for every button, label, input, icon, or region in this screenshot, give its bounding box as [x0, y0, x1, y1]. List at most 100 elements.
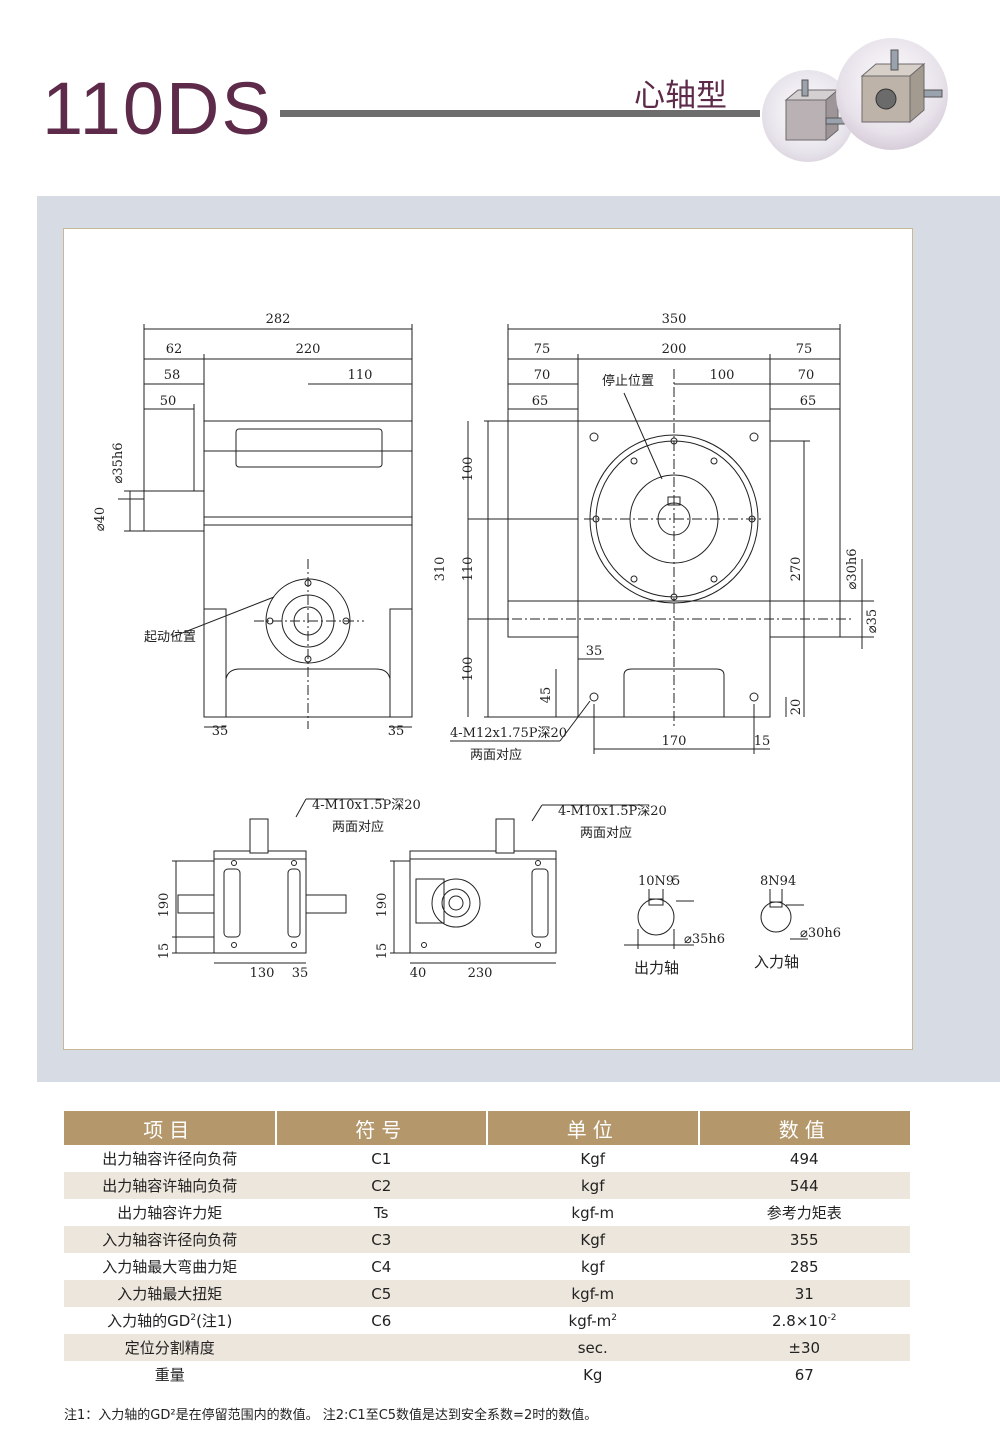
- bottom-left-view: [172, 798, 384, 964]
- cell-unit: Kgf: [487, 1226, 699, 1253]
- table-row: 入力轴最大扭矩 C5 kgf-m 31: [64, 1280, 910, 1307]
- cell-symbol: C2: [275, 1172, 487, 1199]
- side-view: [118, 324, 413, 729]
- dim-front-110: 110: [461, 557, 476, 582]
- cell-unit: kgf-m2: [487, 1307, 699, 1334]
- dim-front-35: 35: [586, 644, 603, 659]
- cell-value: 494: [789, 1149, 819, 1168]
- output-shaft-label: 出力轴: [634, 959, 679, 977]
- table-row: 定位分割精度 sec. ±30: [64, 1334, 910, 1361]
- bottom-right-view: [390, 804, 644, 964]
- cell-symbol: C6: [371, 1311, 392, 1330]
- note-br-line1: 4-M10x1.5P深20: [558, 804, 667, 819]
- dim-side-shaft-35h6: ⌀35h6: [111, 442, 126, 483]
- note-m12-line1: 4-M12x1.75P深20: [450, 726, 567, 741]
- output-shaft-key: 10N9: [638, 874, 674, 889]
- cell-unit-text: kgf-m: [568, 1311, 612, 1330]
- dim-front-70-left: 70: [534, 368, 551, 383]
- dim-front-70-right: 70: [798, 368, 815, 383]
- cell-symbol: C3: [275, 1226, 487, 1253]
- cell-symbol: C5: [275, 1280, 487, 1307]
- cell-value: 67: [794, 1365, 814, 1384]
- table-row: 入力轴容许径向负荷 C3 Kgf 355: [64, 1226, 910, 1253]
- cell-value: 参考力矩表: [766, 1204, 842, 1222]
- input-shaft-depth: 4: [788, 874, 796, 889]
- cell-value-sup: -2: [827, 1312, 837, 1323]
- table-row: 重量 Kg 67: [64, 1361, 910, 1388]
- note-br-line2: 两面对应: [580, 825, 632, 841]
- cell-item: 重量: [154, 1366, 185, 1384]
- technical-drawing: 282 62 220 58 110 50 ⌀35h6 ⌀40 35 35 起动位…: [93, 312, 880, 981]
- cell-item: 入力轴容许径向负荷: [64, 1226, 276, 1253]
- footnote: 注1：入力轴的GD²是在停留范围内的数值。 注2:C1至C5数值是达到安全系数=…: [64, 1408, 598, 1423]
- input-shaft-label: 入力轴: [754, 953, 799, 971]
- cell-symbol: [275, 1334, 487, 1361]
- cell-item: 入力轴最大扭矩: [64, 1280, 276, 1307]
- cell-item: 出力轴容许轴向负荷: [64, 1172, 276, 1199]
- cell-item: 入力轴最大弯曲力矩: [102, 1258, 238, 1276]
- dim-bl-35: 35: [292, 966, 309, 981]
- dim-front-15: 15: [754, 734, 771, 749]
- cell-item: 出力轴容许径向负荷: [102, 1150, 238, 1168]
- input-shaft-section: [760, 889, 808, 940]
- cell-unit-sup: 2: [611, 1312, 617, 1323]
- cell-unit: kgf-m: [571, 1203, 615, 1222]
- dim-br-15: 15: [375, 943, 390, 960]
- dim-front-100: 100: [710, 368, 735, 383]
- dim-br-190: 190: [375, 893, 390, 918]
- model-title: 110DS: [42, 67, 273, 150]
- cell-item: 出力轴容许力矩: [117, 1204, 223, 1222]
- dim-front-65-right: 65: [800, 394, 817, 409]
- dim-front-310: 310: [433, 557, 448, 582]
- cell-value-text: 2.8×10: [772, 1311, 828, 1330]
- cell-unit: sec.: [487, 1334, 699, 1361]
- table-row: 入力轴的GD2(注1) C6 kgf-m2 2.8×10-2: [64, 1307, 910, 1334]
- cell-value: 355: [698, 1226, 910, 1253]
- header-unit: 单位: [487, 1111, 700, 1145]
- title-rule: [280, 110, 760, 117]
- dim-side-50: 50: [160, 394, 177, 409]
- dim-side-58: 58: [164, 368, 181, 383]
- cell-value: 285: [789, 1257, 819, 1276]
- label-start-position: 起动位置: [144, 630, 196, 645]
- product-photo-2: [836, 38, 948, 150]
- dim-front-65-left: 65: [532, 394, 549, 409]
- input-shaft-dia: ⌀30h6: [800, 926, 841, 941]
- dim-side-220: 220: [296, 342, 321, 357]
- dim-front-200: 200: [662, 342, 687, 357]
- cell-unit: Kg: [583, 1365, 603, 1384]
- output-shaft-dia: ⌀35h6: [684, 932, 725, 947]
- dim-front-35-shaft: ⌀35: [865, 609, 880, 633]
- dim-front-shaft-30h6: ⌀30h6: [845, 548, 860, 589]
- cell-symbol: C4: [371, 1257, 392, 1276]
- cell-unit: Kgf: [580, 1149, 606, 1168]
- front-view: [450, 324, 874, 754]
- cell-item-text: 入力轴的GD: [107, 1312, 191, 1330]
- dim-front-350: 350: [662, 312, 687, 327]
- dim-front-100-bottom: 100: [461, 657, 476, 682]
- input-shaft-key: 8N9: [760, 874, 788, 889]
- note-bl-line2: 两面对应: [332, 819, 384, 835]
- cell-unit: kgf: [581, 1257, 605, 1276]
- dim-bl-190: 190: [157, 893, 172, 918]
- cell-item-suffix: (注1): [196, 1312, 233, 1330]
- cell-value: ±30: [698, 1334, 910, 1361]
- dim-front-270: 270: [789, 557, 804, 582]
- dim-br-40: 40: [410, 966, 427, 981]
- drawing-frame: 282 62 220 58 110 50 ⌀35h6 ⌀40 35 35 起动位…: [63, 228, 913, 1050]
- cell-value: 31: [698, 1280, 910, 1307]
- table-row: 出力轴容许轴向负荷 C2 kgf 544: [64, 1172, 910, 1199]
- dim-side-35-left: 35: [212, 724, 229, 739]
- cell-symbol: Ts: [374, 1203, 389, 1222]
- dim-bl-15: 15: [157, 943, 172, 960]
- table-row: 出力轴容许力矩 Ts kgf-m 参考力矩表: [64, 1199, 910, 1226]
- dim-side-62: 62: [166, 342, 183, 357]
- header-value: 数值: [698, 1111, 910, 1145]
- dim-br-230: 230: [468, 966, 493, 981]
- dim-front-45: 45: [539, 687, 554, 704]
- cell-item-sup: 2: [190, 1313, 197, 1323]
- cell-unit: kgf: [487, 1172, 699, 1199]
- header-item: 项目: [64, 1111, 277, 1145]
- dim-front-170: 170: [662, 734, 687, 749]
- header-symbol: 符号: [275, 1111, 488, 1145]
